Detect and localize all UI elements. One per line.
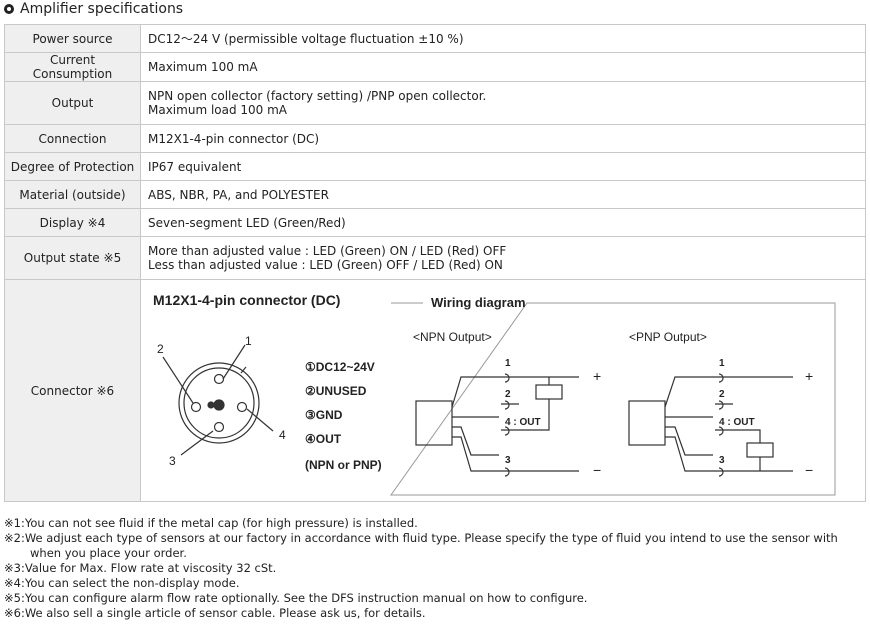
table-row: Output NPN open collector (factory setti…	[4, 81, 866, 125]
row-label: Material (outside)	[4, 180, 141, 209]
row-value: NPN open collector (factory setting) /PN…	[140, 81, 866, 125]
row-label: Connection	[4, 124, 141, 153]
row-value: Seven-segment LED (Green/Red)	[140, 208, 866, 237]
pin-legend: ①DC12~24V ②UNUSED ③GND ④OUT (NPN or PNP)	[305, 360, 382, 472]
row-value: ABS, NBR, PA, and POLYESTER	[140, 180, 866, 209]
table-row: Connection M12X1-4-pin connector (DC)	[4, 124, 866, 153]
wiring-title: Wiring diagram	[431, 295, 526, 310]
footnote: ※5:You can configure alarm flow rate opt…	[4, 591, 588, 605]
table-row: Material (outside) ABS, NBR, PA, and POL…	[4, 180, 866, 209]
row-label: Display ※4	[4, 208, 141, 237]
connector-face-drawing: M12X1-4-pin connector (DC) 1 2	[153, 292, 340, 468]
npn-label: <NPN Output>	[413, 330, 492, 344]
table-row: Connector ※6 M12X1-4-pin connector (DC)	[4, 279, 866, 502]
minus-sign: −	[805, 462, 813, 478]
wire-label: 4 : OUT	[505, 417, 541, 428]
pnp-label: <PNP Output>	[629, 330, 707, 344]
pin-number: 3	[169, 454, 176, 468]
wire-label: 4 : OUT	[719, 417, 755, 428]
pin-label: ①DC12~24V	[305, 360, 375, 374]
row-label: Current Consumption	[4, 52, 141, 82]
wiring-diagram: Wiring diagram <NPN Output> <PNP Output>	[390, 295, 836, 495]
footnote: ※6:We also sell a single article of sens…	[4, 606, 426, 620]
row-value: M12X1-4-pin connector (DC)	[140, 124, 866, 153]
minus-sign: −	[593, 462, 601, 478]
pin-label: ②UNUSED	[305, 384, 367, 398]
npn-circuit: 1 2 4 : OUT 3 + −	[415, 358, 601, 478]
row-value: IP67 equivalent	[140, 152, 866, 181]
row-value: DC12～24 V (permissible voltage fluctuati…	[140, 24, 866, 53]
section-heading: Amplifier specifications	[4, 1, 183, 17]
pin-number: 2	[157, 342, 164, 356]
wire-label: 1	[719, 358, 725, 369]
section-title: Amplifier specifications	[20, 1, 184, 17]
footnote: ※2:We adjust each type of sensors at our…	[4, 531, 838, 560]
row-value: Maximum 100 mA	[140, 52, 866, 82]
row-value: More than adjusted value : LED (Green) O…	[140, 236, 866, 280]
pin-number: 4	[279, 428, 286, 442]
table-row: Degree of Protection IP67 equivalent	[4, 152, 866, 181]
table-row: Current Consumption Maximum 100 mA	[4, 52, 866, 82]
wire-label: 3	[719, 455, 725, 466]
wire-label: 1	[505, 358, 511, 369]
plus-sign: +	[593, 368, 601, 384]
wire-label: 2	[505, 389, 511, 400]
pin-label: ③GND	[305, 408, 343, 422]
pin-label: ④OUT	[305, 432, 342, 446]
row-label: Output	[4, 81, 141, 125]
bullet-icon	[4, 4, 14, 14]
table-row: Output state ※5 More than adjusted value…	[4, 236, 866, 280]
connector-diagram: M12X1-4-pin connector (DC) 1 2	[153, 292, 836, 495]
table-row: Display ※4 Seven-segment LED (Green/Red)	[4, 208, 866, 237]
footnote: ※4:You can select the non-display mode.	[4, 576, 240, 590]
pnp-circuit: 1 2 4 : OUT 3 + −	[628, 358, 813, 478]
row-label: Connector ※6	[4, 279, 141, 502]
pin-note: (NPN or PNP)	[305, 458, 382, 472]
wire-label: 3	[505, 455, 511, 466]
footnotes: ※1:You can not see fluid if the metal ca…	[4, 516, 866, 621]
spec-table: Power source DC12～24 V (permissible volt…	[4, 24, 866, 502]
row-label: Degree of Protection	[4, 152, 141, 181]
row-label: Power source	[4, 24, 141, 53]
plus-sign: +	[805, 368, 813, 384]
footnote: ※3:Value for Max. Flow rate at viscosity…	[4, 561, 277, 575]
row-label: Output state ※5	[4, 236, 141, 280]
footnote: ※1:You can not see fluid if the metal ca…	[4, 516, 418, 530]
table-row: Power source DC12～24 V (permissible volt…	[4, 24, 866, 53]
wire-label: 2	[719, 389, 725, 400]
pin-number: 1	[245, 334, 252, 348]
connector-diagram-cell: M12X1-4-pin connector (DC) 1 2	[140, 279, 866, 502]
connector-title: M12X1-4-pin connector (DC)	[153, 292, 340, 308]
